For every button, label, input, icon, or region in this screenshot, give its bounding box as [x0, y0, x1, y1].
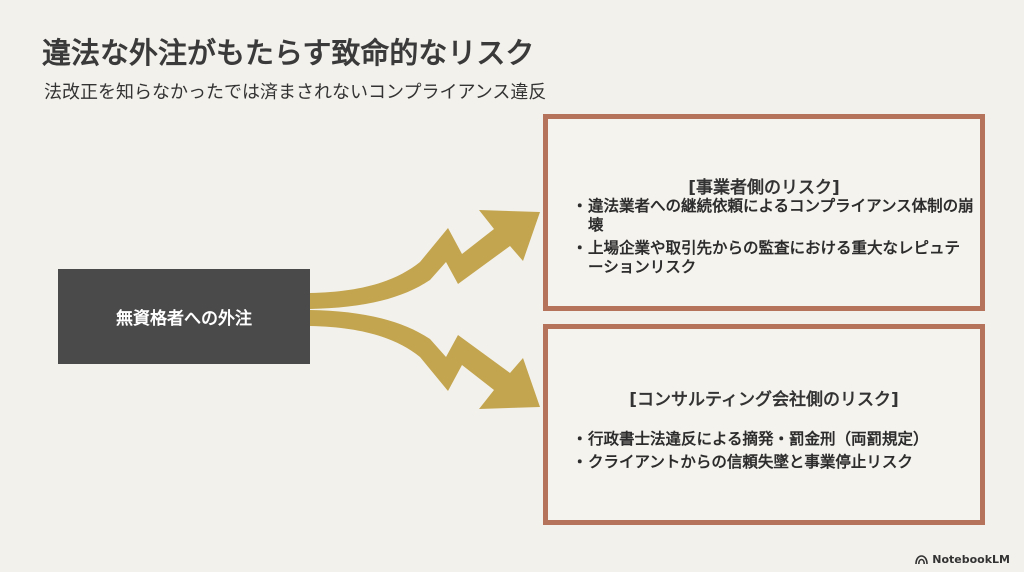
source-box-unqualified-outsourcing: 無資格者への外注: [58, 269, 310, 364]
list-item: ・クライアントからの信頼失墜と事業停止リスク: [572, 453, 913, 471]
risk-item-text: クライアントからの信頼失墜と事業停止リスク: [588, 453, 913, 471]
source-box-label: 無資格者への外注: [116, 309, 252, 329]
business-risk-heading: [事業者側のリスク]: [688, 178, 840, 198]
page-subtitle: 法改正を知らなかったでは済まされないコンプライアンス違反: [44, 82, 547, 103]
risk-item-text: 違法業者への継続依頼によるコンプライアンス体制の崩壊: [588, 197, 974, 234]
list-item: ・上場企業や取引先からの監査における重大なレピュテーションリスク: [572, 239, 961, 276]
risk-item-text: 行政書士法違反による摘発・罰金刑（両罰規定）: [588, 430, 929, 448]
arrow-to-consulting-risk: [310, 310, 540, 409]
page-title: 違法な外注がもたらす致命的なリスク: [42, 36, 535, 70]
risk-item-text: 上場企業や取引先からの監査における重大なレピュテーションリスク: [588, 239, 961, 276]
brand-name: NotebookLM: [932, 553, 1010, 566]
notebooklm-logo-icon: [915, 554, 929, 564]
consulting-risk-heading: [コンサルティング会社側のリスク]: [629, 390, 899, 410]
list-item: ・違法業者への継続依頼によるコンプライアンス体制の崩壊: [572, 197, 974, 234]
brand-watermark: NotebookLM: [915, 553, 1010, 566]
business-risk-box: [事業者側のリスク] ・違法業者への継続依頼によるコンプライアンス体制の崩壊 ・…: [543, 114, 985, 311]
consulting-risk-list: ・行政書士法違反による摘発・罰金刑（両罰規定） ・クライアントからの信頼失墜と事…: [570, 430, 975, 476]
arrow-to-business-risk: [310, 210, 540, 309]
business-risk-list: ・違法業者への継続依頼によるコンプライアンス体制の崩壊 ・上場企業や取引先からの…: [570, 197, 975, 281]
consulting-risk-box: [コンサルティング会社側のリスク] ・行政書士法違反による摘発・罰金刑（両罰規定…: [543, 324, 985, 525]
list-item: ・行政書士法違反による摘発・罰金刑（両罰規定）: [572, 430, 929, 448]
